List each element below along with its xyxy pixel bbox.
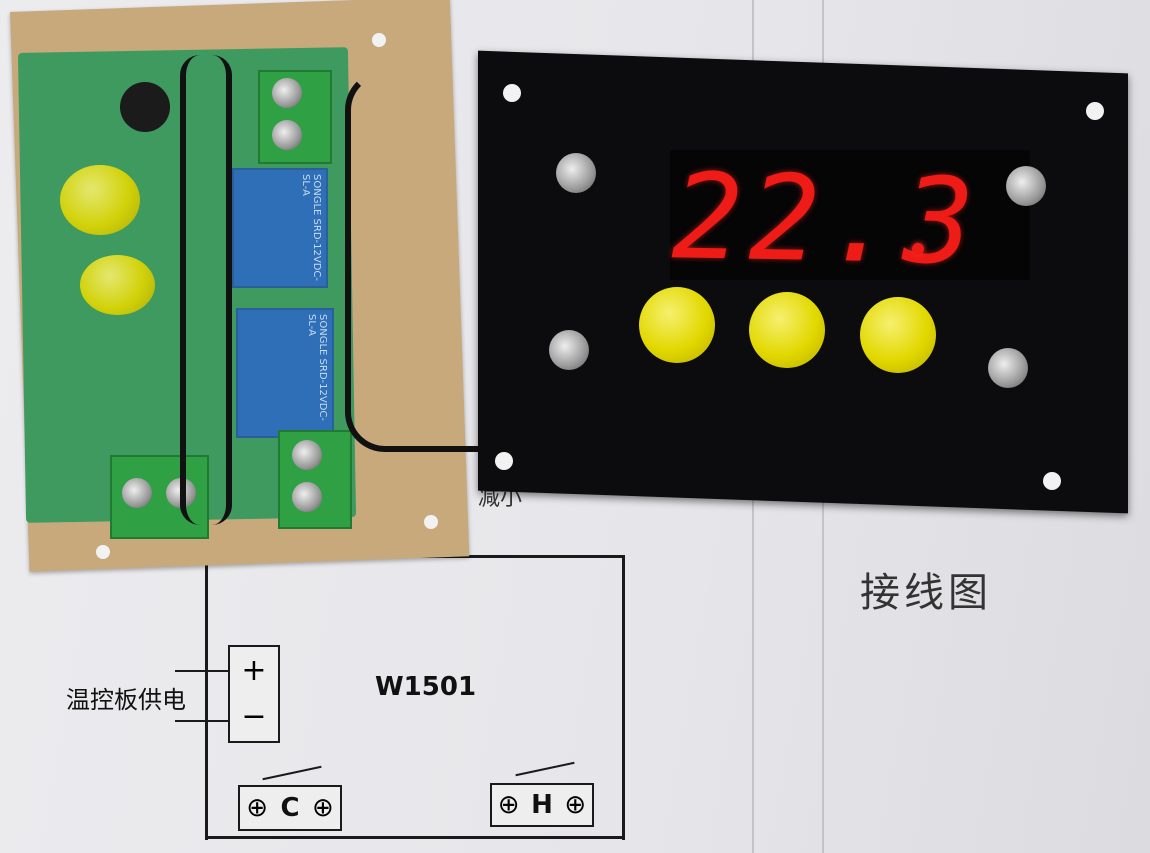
diagram-line	[622, 555, 625, 840]
terminal-symbol: ⊕	[246, 793, 269, 823]
status-led	[912, 243, 924, 255]
minus-terminal: −	[228, 693, 280, 743]
diagram-line	[205, 836, 625, 839]
temperature-readout: 22.3	[670, 147, 982, 291]
screw-icon	[292, 482, 322, 512]
cooling-label: C	[280, 793, 300, 823]
led-display-window	[670, 150, 1030, 280]
screw-icon	[549, 330, 589, 370]
terminal-symbol: ⊕	[311, 793, 334, 823]
spare-button-cap	[60, 165, 140, 235]
terminal-symbol: ⊕	[497, 790, 520, 820]
model-label: W1501	[375, 672, 477, 702]
mount-hole	[495, 452, 513, 470]
mount-hole	[503, 84, 521, 102]
relay: SONGLE SRD-12VDC-SL-A	[236, 308, 334, 438]
power-label: 温控板供电	[66, 686, 186, 714]
screw-icon	[556, 153, 596, 193]
sensor-wire	[180, 55, 232, 525]
sensor-wire-loop	[345, 70, 527, 452]
screw-icon	[988, 348, 1028, 388]
heating-relay-terminal: ⊕ H ⊕	[490, 783, 594, 827]
buzzer	[120, 82, 170, 132]
increase-button[interactable]	[749, 292, 825, 368]
diagram-line	[205, 555, 208, 840]
spare-button-cap	[80, 255, 155, 315]
decrease-button[interactable]	[860, 297, 936, 373]
set-button[interactable]	[639, 287, 715, 363]
mount-hole	[372, 33, 386, 47]
heating-label: H	[531, 790, 553, 820]
screw-icon	[122, 478, 152, 508]
cooling-relay-terminal: ⊕ C ⊕	[238, 785, 342, 831]
mount-hole	[1043, 472, 1061, 490]
screw-icon	[272, 78, 302, 108]
screw-icon	[1006, 166, 1046, 206]
mount-hole	[96, 545, 110, 559]
lead-line	[175, 720, 230, 722]
mount-hole	[424, 515, 438, 529]
plus-terminal: +	[228, 645, 280, 697]
screw-icon	[292, 440, 322, 470]
terminal-symbol: ⊕	[564, 790, 587, 820]
relay: SONGLE SRD-12VDC-SL-A	[232, 168, 328, 288]
mount-hole	[1086, 102, 1104, 120]
lead-line	[175, 670, 230, 672]
diagram-title: 接线图	[860, 570, 992, 616]
screw-icon	[272, 120, 302, 150]
